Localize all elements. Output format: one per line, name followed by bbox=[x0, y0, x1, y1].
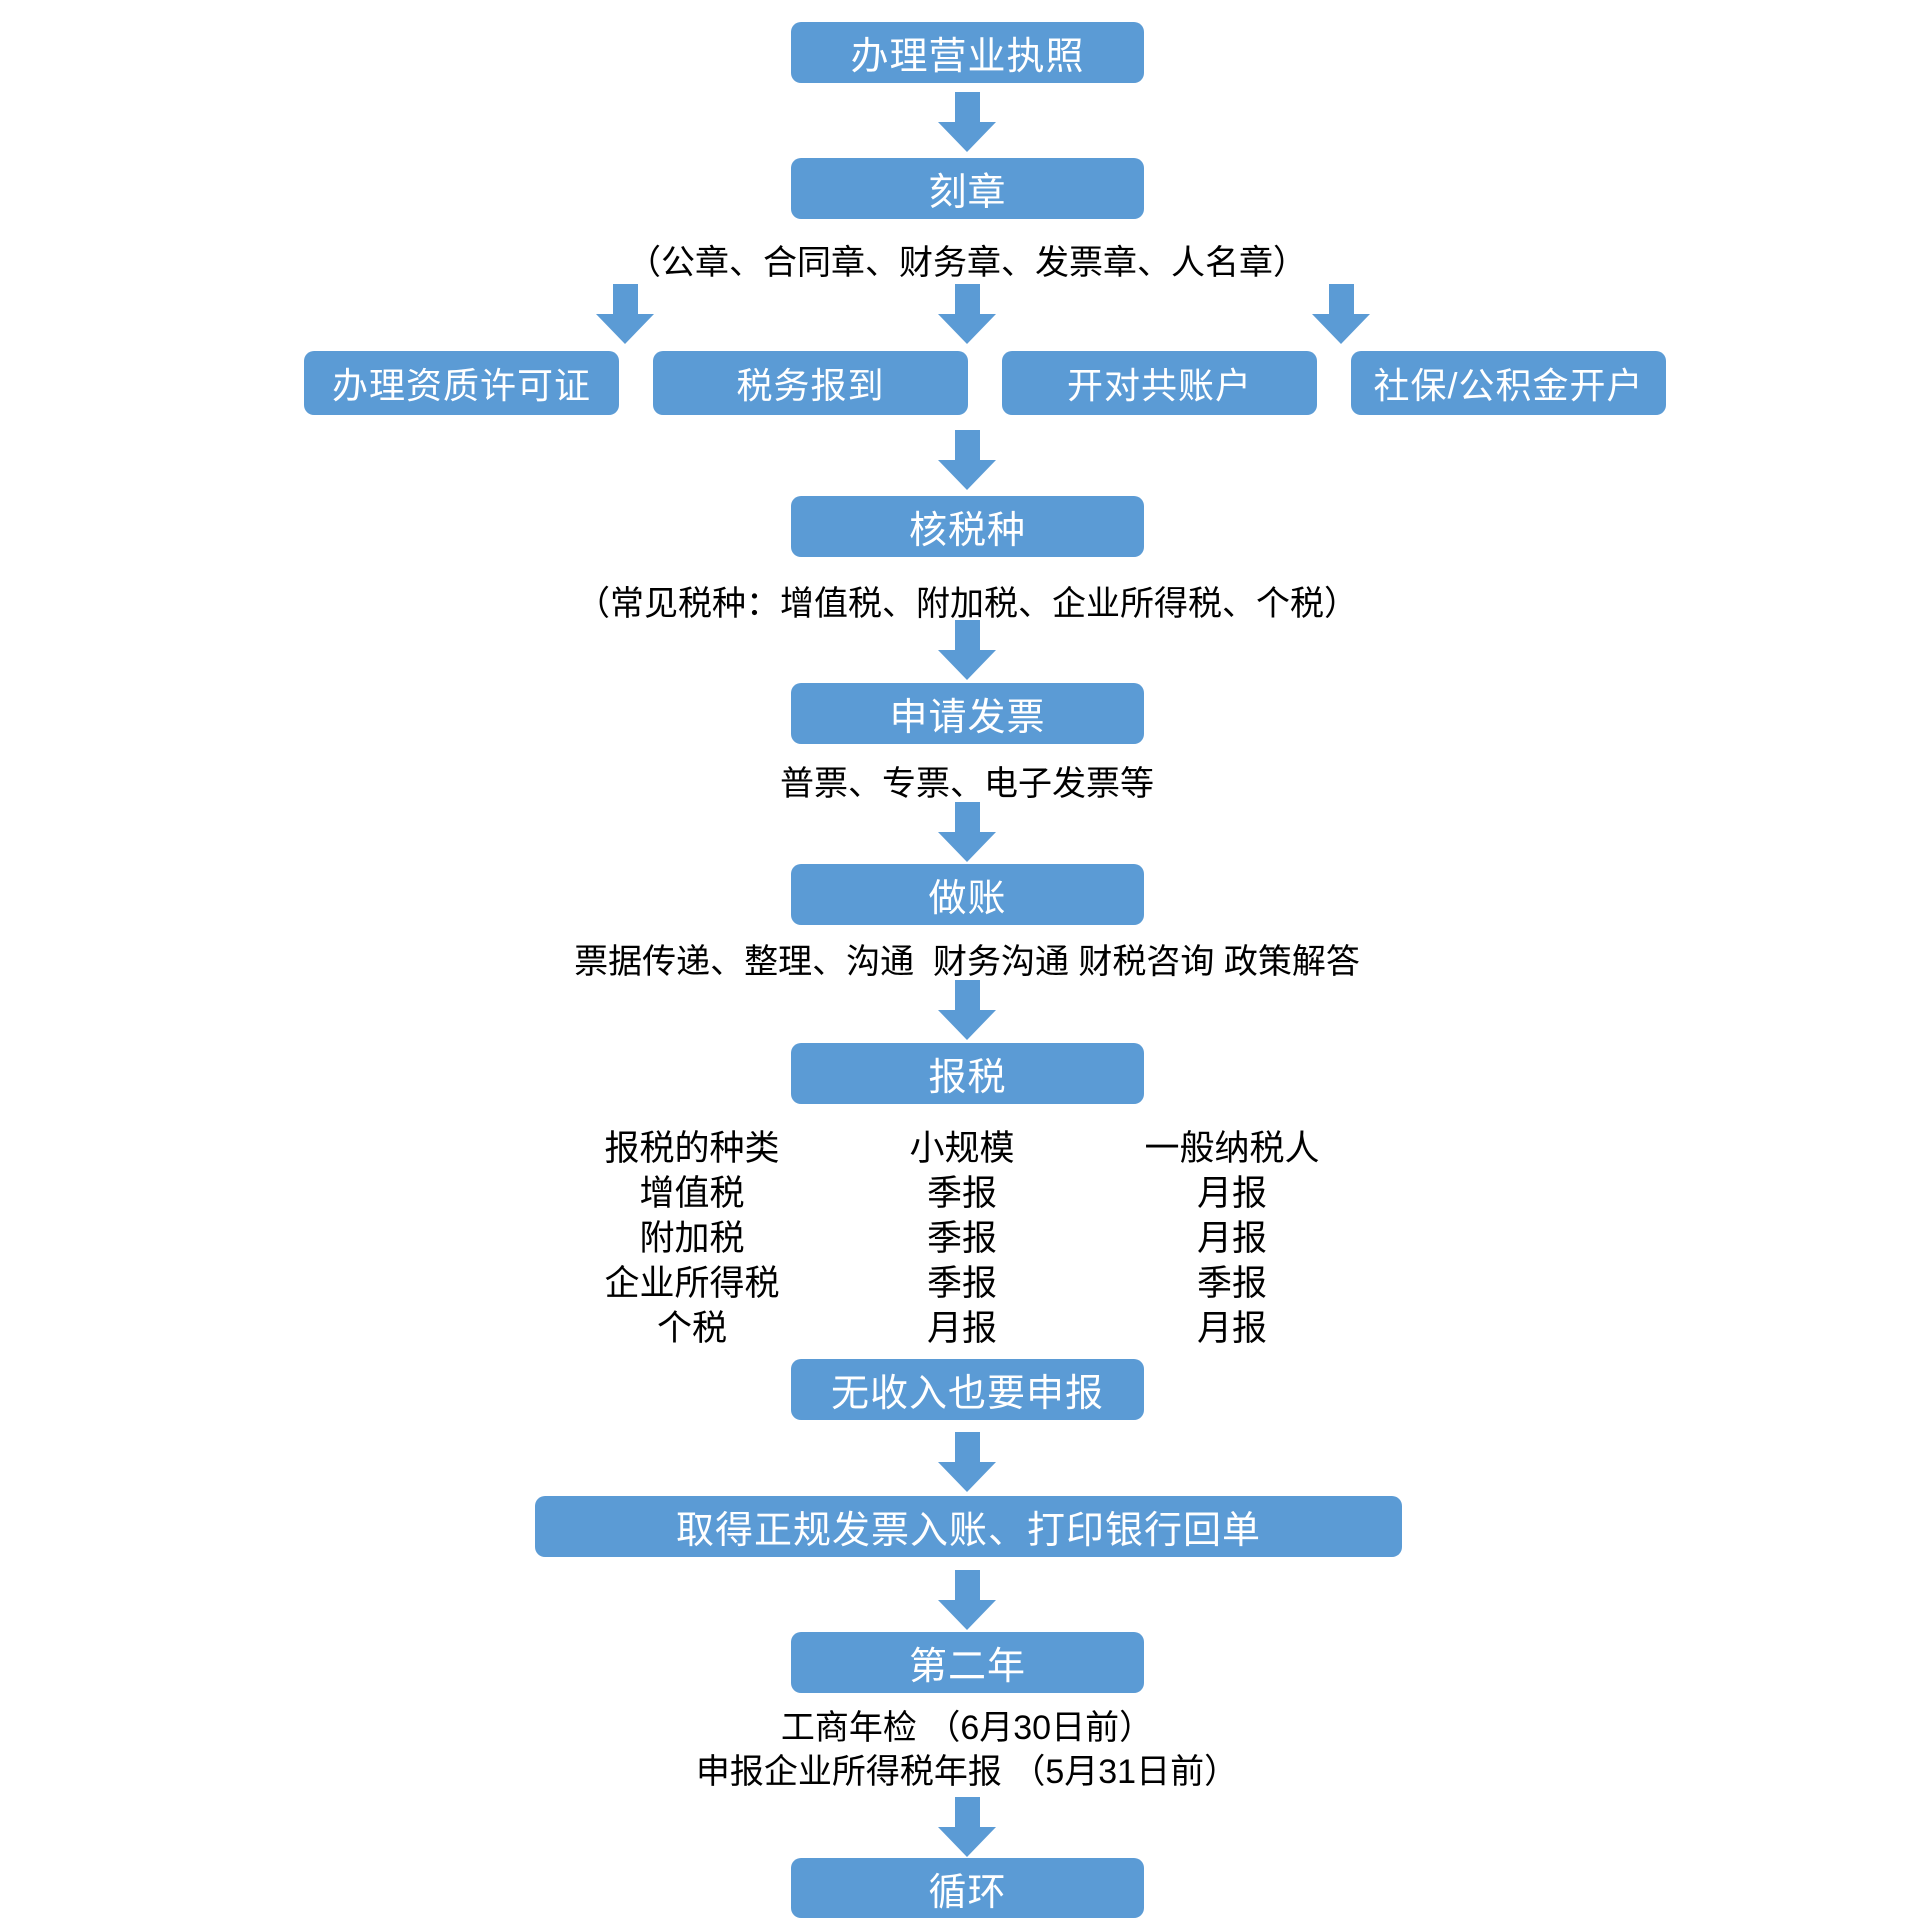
flow-box-no-income-filing: 无收入也要申报 bbox=[791, 1359, 1144, 1420]
flow-box-bookkeeping: 做账 bbox=[791, 864, 1144, 925]
flow-box-invoice-entry-bank-receipt: 取得正规发票入账、打印银行回单 bbox=[535, 1496, 1402, 1557]
flow-box-invoice-application: 申请发票 bbox=[791, 683, 1144, 744]
table-cell: 季报 bbox=[926, 1174, 997, 1213]
table-cell: 月报 bbox=[1196, 1219, 1267, 1258]
down-arrow-icon bbox=[1312, 284, 1370, 344]
flow-box-cycle: 循环 bbox=[791, 1858, 1144, 1918]
table-header-cell: 一般纳税人 bbox=[1144, 1129, 1320, 1168]
down-arrow-icon bbox=[596, 284, 654, 344]
down-arrow-icon bbox=[938, 1432, 996, 1492]
flow-box-qualification-license: 办理资质许可证 bbox=[304, 351, 619, 415]
annual-inspection-note: 工商年检 （6月30日前） bbox=[780, 1708, 1154, 1747]
down-arrow-icon bbox=[938, 1797, 996, 1857]
down-arrow-icon bbox=[938, 802, 996, 862]
table-cell: 企业所得税 bbox=[604, 1264, 780, 1303]
table-cell: 季报 bbox=[1196, 1264, 1267, 1303]
down-arrow-icon bbox=[938, 430, 996, 490]
down-arrow-icon bbox=[938, 620, 996, 680]
flow-box-seal-engraving: 刻章 bbox=[791, 158, 1144, 219]
invoice-types-note: 普票、专票、电子发票等 bbox=[780, 764, 1154, 803]
table-cell: 附加税 bbox=[639, 1219, 745, 1258]
common-tax-types-note: （常见税种：增值税、附加税、企业所得税、个税） bbox=[576, 584, 1358, 623]
down-arrow-icon bbox=[938, 284, 996, 344]
seal-types-note: （公章、合同章、财务章、发票章、人名章） bbox=[627, 243, 1307, 282]
table-cell: 月报 bbox=[926, 1309, 997, 1348]
tax-filing-table: 报税的种类 小规模 一般纳税人 增值税 季报 月报 附加税 季报 月报 企业所得… bbox=[557, 1123, 1367, 1348]
flow-box-tax-type-verification: 核税种 bbox=[791, 496, 1144, 557]
flow-box-tax-registration: 税务报到 bbox=[653, 351, 968, 415]
flow-box-second-year: 第二年 bbox=[791, 1632, 1144, 1693]
table-cell: 个税 bbox=[656, 1309, 727, 1348]
flow-box-corporate-bank-account: 开对共账户 bbox=[1002, 351, 1317, 415]
bookkeeping-services-note: 票据传递、整理、沟通 财务沟通 财税咨询 政策解答 bbox=[574, 942, 1360, 981]
table-header-cell: 报税的种类 bbox=[604, 1129, 780, 1168]
down-arrow-icon bbox=[938, 92, 996, 152]
table-cell: 季报 bbox=[926, 1264, 997, 1303]
table-cell: 增值税 bbox=[639, 1174, 745, 1213]
flow-box-social-security-account: 社保/公积金开户 bbox=[1351, 351, 1666, 415]
annual-tax-report-note: 申报企业所得税年报 （5月31日前） bbox=[695, 1752, 1239, 1791]
table-cell: 月报 bbox=[1196, 1309, 1267, 1348]
table-header-cell: 小规模 bbox=[909, 1129, 1015, 1168]
table-cell: 季报 bbox=[926, 1219, 997, 1258]
down-arrow-icon bbox=[938, 980, 996, 1040]
table-cell: 月报 bbox=[1196, 1174, 1267, 1213]
flow-box-business-license: 办理营业执照 bbox=[791, 22, 1144, 83]
flow-box-tax-filing: 报税 bbox=[791, 1043, 1144, 1104]
down-arrow-icon bbox=[938, 1570, 996, 1630]
